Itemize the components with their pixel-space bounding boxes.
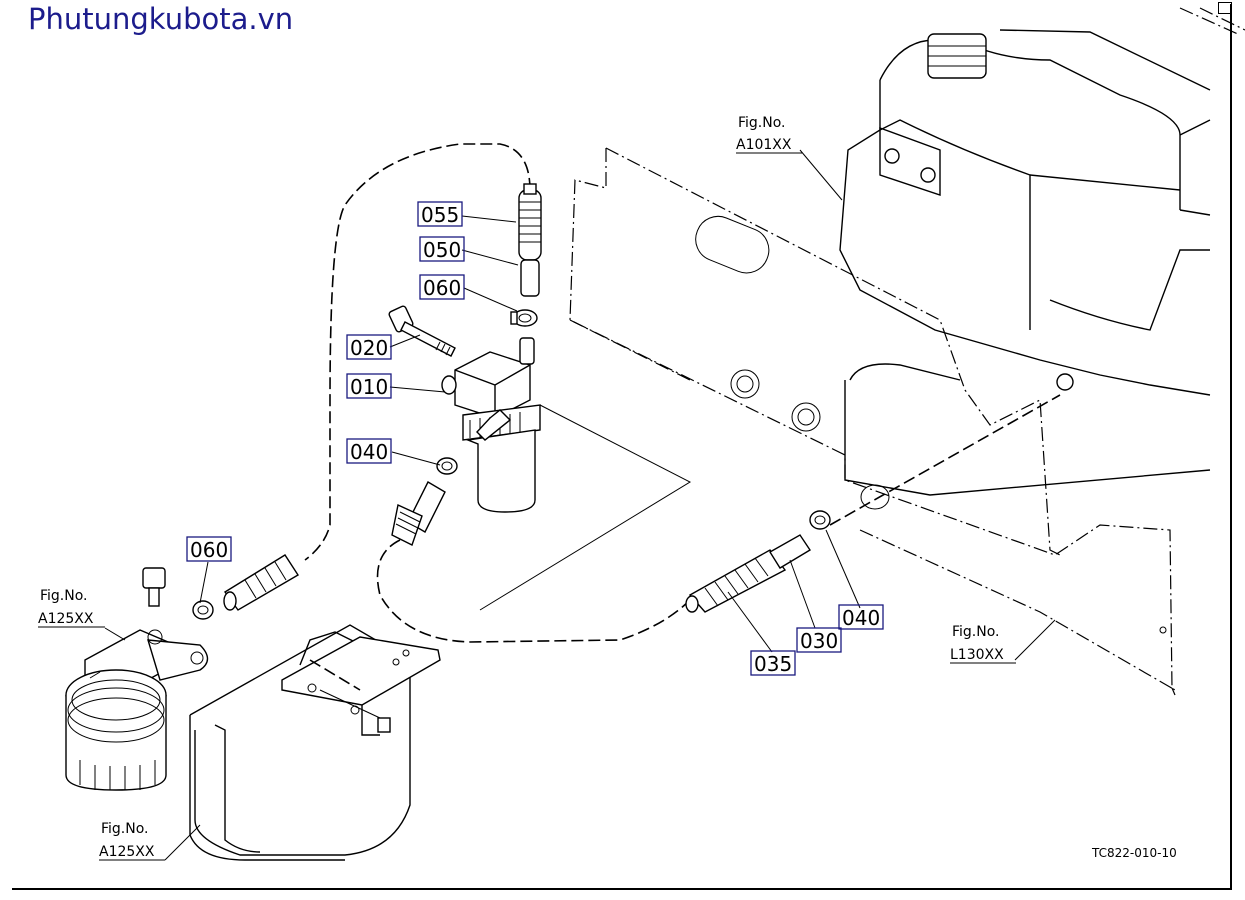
leader-030 xyxy=(789,559,816,629)
leader-020 xyxy=(389,334,421,348)
hose-035-030 xyxy=(685,534,811,613)
leader-a125-lower xyxy=(164,824,201,861)
fig-ref-l130-line1: Fig.No. xyxy=(952,624,1000,640)
hose-left-lower xyxy=(223,554,299,611)
tank-fitting-lower xyxy=(920,167,936,183)
leader-050 xyxy=(461,249,519,266)
label-box-035 xyxy=(750,650,796,676)
part-label-060-left[interactable]: 060 xyxy=(190,538,228,562)
label-box-010 xyxy=(346,373,392,399)
frame-hole-3 xyxy=(860,484,890,510)
part-label-040-left[interactable]: 040 xyxy=(350,440,388,464)
tank-drain-fitting xyxy=(1056,373,1074,391)
frame-slot xyxy=(695,215,770,274)
frame-small-hole xyxy=(1159,626,1167,634)
fig-ref-a101-line1: Fig.No. xyxy=(738,115,786,131)
tank-fitting-upper xyxy=(884,148,900,164)
oil-filter-left xyxy=(65,629,209,791)
leader-040-right xyxy=(825,529,861,609)
leader-a101 xyxy=(799,149,843,201)
fig-ref-a101-line2[interactable]: A101XX xyxy=(736,137,792,153)
frame-hole-2 xyxy=(791,402,821,432)
part-label-010[interactable]: 010 xyxy=(350,375,388,399)
part-label-030[interactable]: 030 xyxy=(800,629,838,653)
clamp-040-right xyxy=(809,510,831,530)
leader-010 xyxy=(389,386,446,393)
fig-ref-a125-lower-line1: Fig.No. xyxy=(101,821,149,837)
fig-ref-a125-lower-line2[interactable]: A125XX xyxy=(99,844,155,860)
leader-060-top xyxy=(463,287,518,312)
clamp-060-top xyxy=(510,309,538,327)
part-label-060-top[interactable]: 060 xyxy=(423,276,461,300)
label-box-040-right xyxy=(838,604,884,630)
leader-040-left xyxy=(391,451,441,466)
frame-hole-1 xyxy=(730,369,760,399)
watermark: Phutungkubota.vn xyxy=(28,2,294,36)
part-label-035[interactable]: 035 xyxy=(754,652,792,676)
fig-ref-l130-line2[interactable]: L130XX xyxy=(950,647,1004,663)
fig-ref-a125-upper-line1: Fig.No. xyxy=(40,588,88,604)
bolt-020 xyxy=(388,305,456,357)
part-label-040-right[interactable]: 040 xyxy=(842,606,880,630)
leader-035 xyxy=(727,591,773,653)
part-label-055[interactable]: 055 xyxy=(421,203,459,227)
label-box-040-left xyxy=(346,438,392,464)
frame-panel xyxy=(569,147,1176,696)
leader-055 xyxy=(461,215,517,223)
fuel-filter-010 xyxy=(441,337,541,513)
label-box-060-top xyxy=(419,274,465,300)
label-box-060-left xyxy=(186,536,232,562)
fig-ref-a125-upper-line2[interactable]: A125XX xyxy=(38,611,94,627)
clamp-060-left xyxy=(192,600,214,620)
fuel-tank xyxy=(839,7,1245,496)
frame-corner-mark xyxy=(1218,2,1232,14)
part-label-020[interactable]: 020 xyxy=(350,336,388,360)
fuel-line-tank xyxy=(829,394,1061,526)
hose-055-050 xyxy=(518,183,542,297)
fuel-line-return xyxy=(304,143,531,561)
part-label-050[interactable]: 050 xyxy=(423,238,461,262)
bolt-left xyxy=(142,567,166,607)
label-box-020 xyxy=(346,334,392,360)
leader-060-left xyxy=(199,561,209,604)
leader-a125-upper xyxy=(104,627,126,641)
mounting-tray xyxy=(189,624,441,861)
fuel-line-feed xyxy=(376,539,691,643)
drawing-code: TC822-010-10 xyxy=(1091,846,1177,860)
clamp-040-left xyxy=(436,457,458,475)
drawing-frame xyxy=(12,4,1232,890)
hose-left-segment xyxy=(391,481,446,546)
label-box-030 xyxy=(796,627,842,653)
label-box-050 xyxy=(419,236,465,262)
label-box-055 xyxy=(417,201,463,227)
leader-l130 xyxy=(1014,619,1056,661)
